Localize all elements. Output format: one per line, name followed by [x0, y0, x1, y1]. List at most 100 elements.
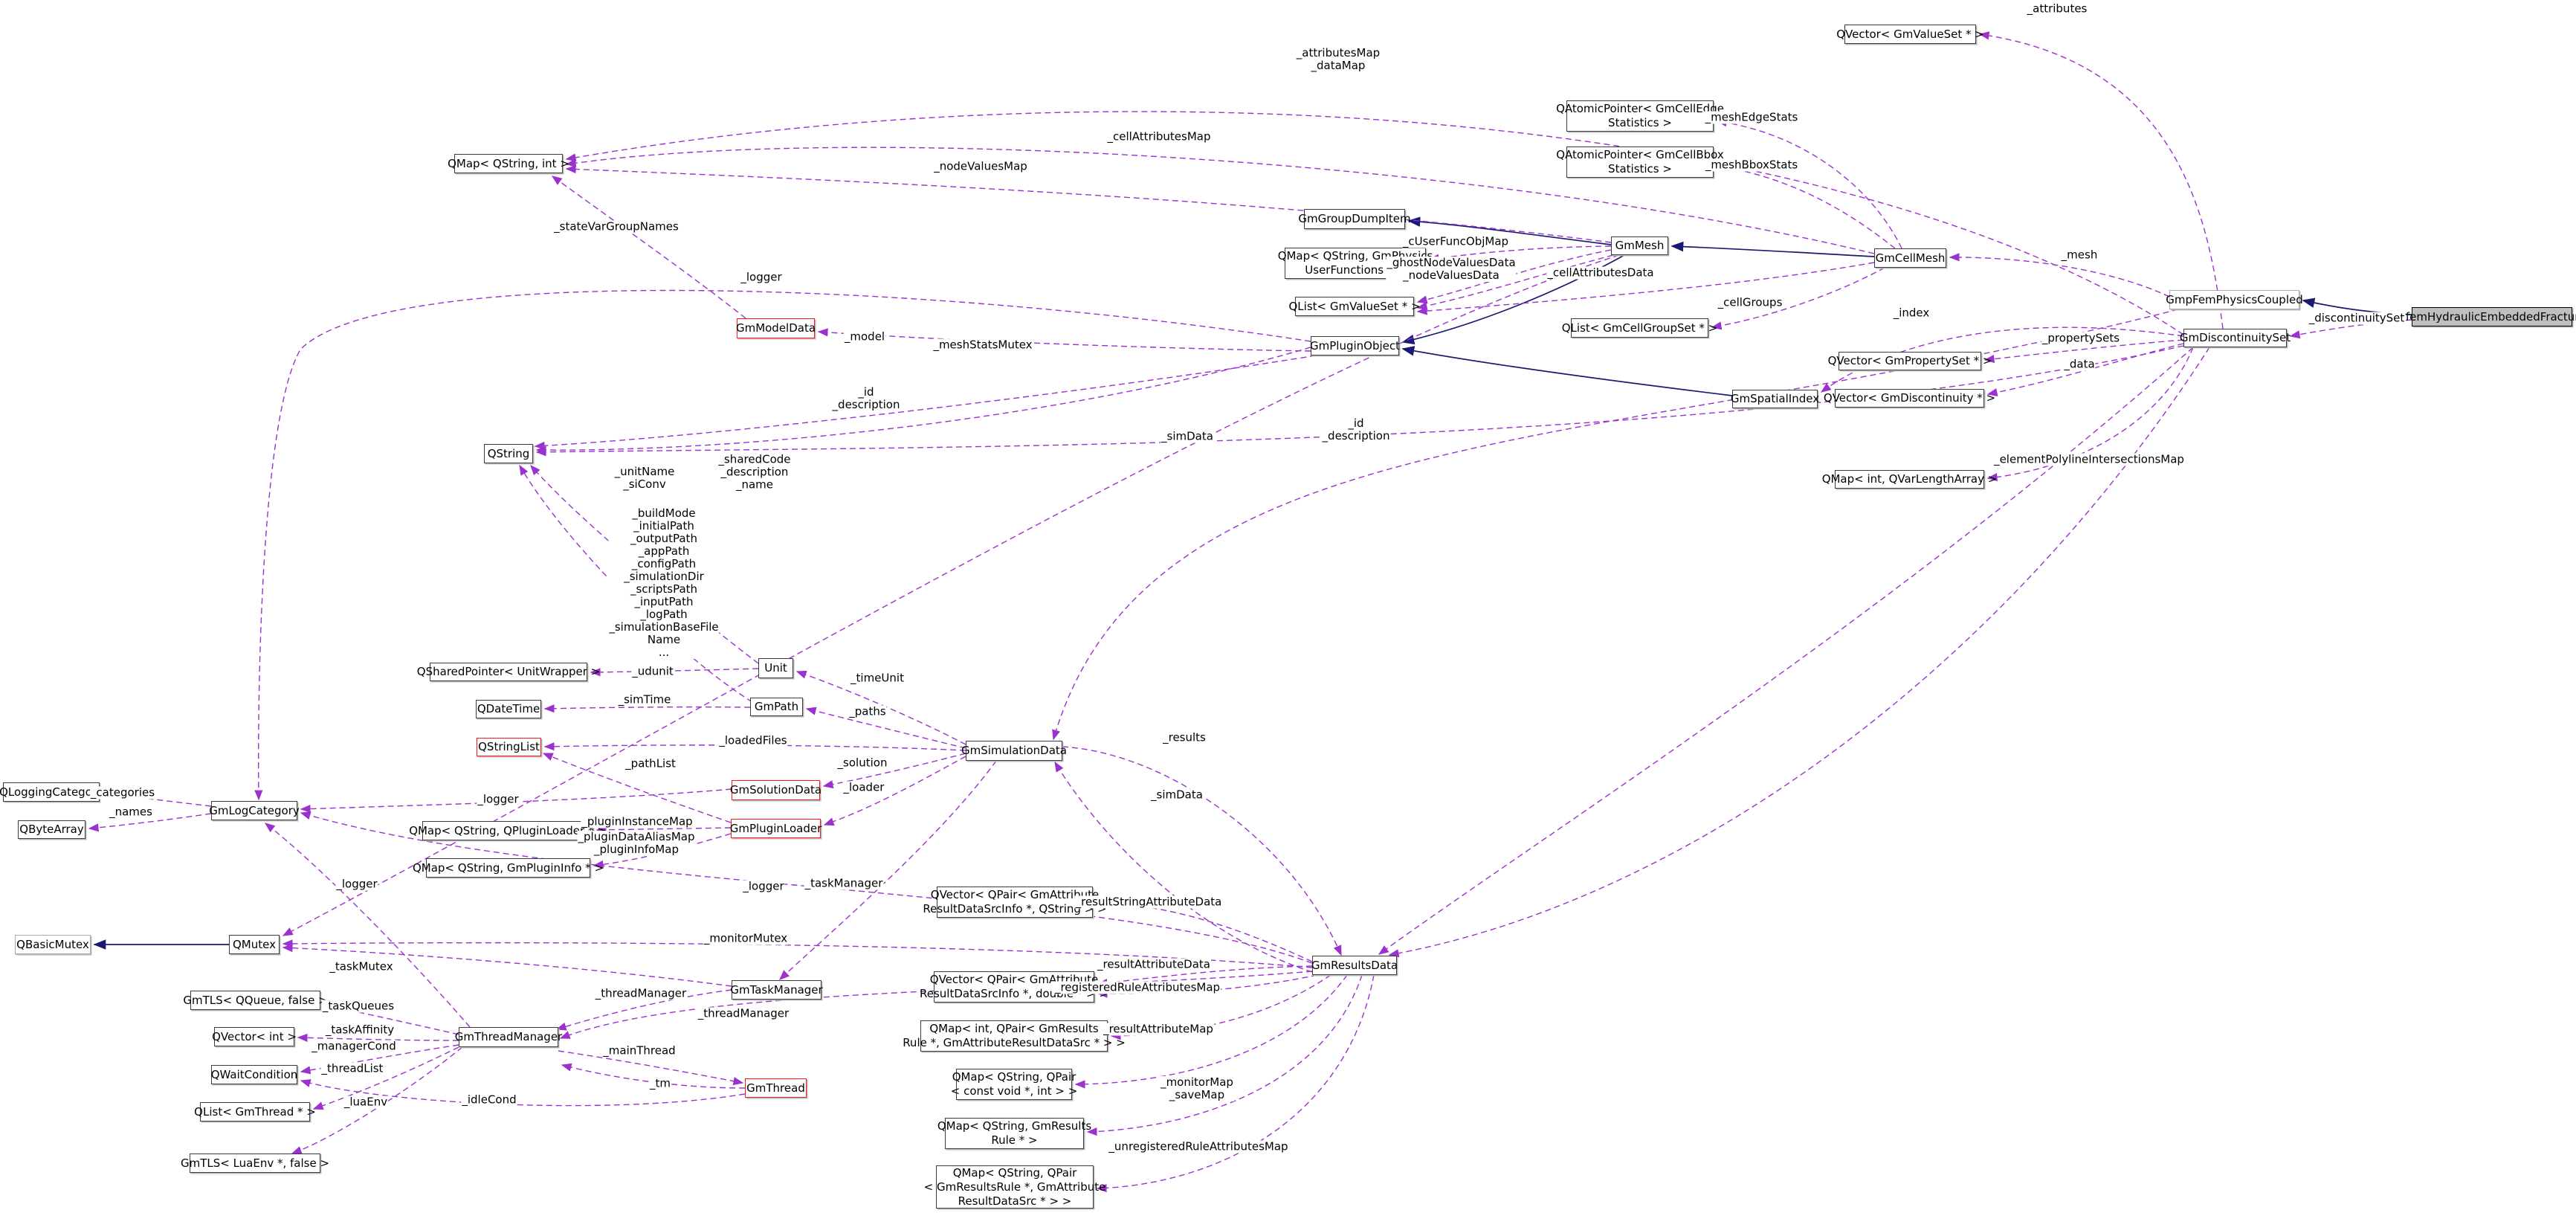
class-node-gmtaskmanager[interactable]: GmTaskManager [730, 980, 823, 1000]
edge-e-results [1062, 746, 1342, 956]
class-node-gmthread[interactable]: GmThread [745, 1078, 807, 1098]
class-node-gmpluginobject[interactable]: GmPluginObject [1310, 336, 1400, 355]
class-node-label: QDateTime [477, 702, 540, 715]
class-node-label: QSharedPointer< UnitWrapper > [416, 665, 601, 678]
edge-e-managercond [300, 1044, 459, 1075]
class-node-qstring[interactable]: QString [484, 444, 533, 463]
class-node-gmpath[interactable]: GmPath [750, 698, 803, 716]
edge-e-meshbboxstats [1716, 163, 1896, 249]
class-node-label: QMap< int, QPair< GmResults [929, 1022, 1099, 1035]
edge-e-solution [822, 753, 966, 789]
edge-e-index [1820, 326, 2184, 393]
class-node-gmsolutiondata[interactable]: GmSolutionData [729, 780, 822, 800]
class-node-gmspatialindex[interactable]: GmSpatialIndex [1730, 390, 1820, 408]
class-node-qwaitcondition[interactable]: QWaitCondition [211, 1065, 297, 1084]
edge-e-discontinuityset [2289, 319, 2412, 339]
edge-e-sharedcode [535, 347, 1311, 454]
edge-e-loader [823, 756, 966, 826]
class-node-qmap-int-qvarlengtharray[interactable]: QMap< int, QVarLengthArray > [1822, 470, 1997, 489]
class-node-label: QStringList [478, 740, 540, 753]
class-node-unit[interactable]: Unit [758, 658, 793, 678]
class-node-gmmodeldata[interactable]: GmModelData [736, 318, 816, 338]
edge-e-attributesmap [565, 111, 2184, 335]
class-node-qstringlist[interactable]: QStringList [477, 738, 541, 756]
class-node-gmgroupdumpitem[interactable]: GmGroupDumpItem [1298, 209, 1411, 229]
edge-e-pathlist [542, 753, 732, 823]
class-node-label: QList< GmCellGroupSet * > [1561, 321, 1718, 335]
class-node-qlist-gmthread[interactable]: QList< GmThread * > [194, 1102, 316, 1122]
class-node-label: ResultDataSrcInfo *, double * > > [919, 987, 1109, 1000]
class-node-label: QMap< QString, GmPhysics [1277, 249, 1433, 263]
edge-e-taskmanager [778, 760, 997, 980]
class-node-qlist-gmcellgroupset[interactable]: QList< GmCellGroupSet * > [1562, 318, 1717, 338]
class-node-qvector-int[interactable]: QVector< int > [212, 1027, 297, 1046]
class-node-gmresultsdata[interactable]: GmResultsData [1311, 956, 1398, 975]
class-node-qlist-gmvalueset[interactable]: QList< GmValueSet * > [1288, 297, 1421, 316]
class-node-gmcellmesh[interactable]: GmCellMesh [1874, 248, 1946, 268]
edge-e-tm [561, 1063, 746, 1089]
edge-e-plugininfomap [593, 833, 732, 869]
class-node-qloggingcategory[interactable]: QLoggingCategory [0, 782, 103, 802]
class-node-qmap-qstring-qpluginloader[interactable]: QMap< QString, QPluginLoader * > [409, 821, 607, 840]
edge-e-simdata-top [1052, 309, 2179, 741]
class-node-label: QAtomicPointer< GmCellBbox [1556, 148, 1724, 161]
edge-e-idlecond [300, 1079, 746, 1107]
class-node-label: GmSolutionData [729, 783, 822, 797]
edge-e-cellattributesdata [1416, 262, 1875, 315]
edge-e-id-description-left [534, 355, 1317, 450]
edge-e-logger-pluginobject [254, 289, 1311, 801]
class-node-qmap-qstring-qpair-gmresultsrule-gmattribute[interactable]: QMap< QString, QPair< GmResultsRule *, G… [924, 1165, 1105, 1209]
edge-e-data [1986, 343, 2184, 397]
class-node-gmlogcategory[interactable]: GmLogCategory [209, 801, 300, 820]
class-node-gmdiscontinuityset[interactable]: GmDiscontinuitySet [2180, 329, 2291, 347]
edge-inherit-gmspatialindex-gmpluginobject [1401, 346, 1733, 396]
edge-e-nodevaluesdata [1416, 254, 1614, 310]
edge-e-monitormap-savemap [1074, 974, 1348, 1089]
edge-e-loadedfiles [543, 742, 966, 751]
edge-e-taskaffinity [297, 1033, 459, 1042]
class-node-qbasicmutex[interactable]: QBasicMutex [15, 935, 91, 954]
edge-e-meshedgestats [1716, 118, 1902, 249]
class-node-xfemhydraulicembeddedfracture[interactable]: XfemHydraulicEmbeddedFracture [2398, 307, 2576, 326]
class-node-label: GmTLS< QQueue, false > [183, 993, 328, 1007]
class-node-qvector-gmdiscontinuity[interactable]: QVector< GmDiscontinuity * > [1824, 389, 1995, 408]
edge-e-model [817, 328, 1311, 352]
class-node-label: Rule * > [991, 1133, 1038, 1147]
class-node-gmtls-qqueue-false[interactable]: GmTLS< QQueue, false > [183, 991, 328, 1010]
class-node-qvector-gmpropertyset[interactable]: QVector< GmPropertySet * > [1828, 352, 1992, 370]
class-node-label: GmLogCategory [209, 803, 300, 817]
class-node-qmap-qstring-int[interactable]: QMap< QString, int > [448, 154, 569, 173]
class-node-gmtls-luaenv-false[interactable]: GmTLS< LuaEnv *, false > [181, 1154, 329, 1173]
class-node-gmsimulationdata[interactable]: GmSimulationData [961, 741, 1067, 761]
edge-e-paths [805, 707, 966, 749]
class-node-qmutex[interactable]: QMutex [229, 935, 280, 954]
class-node-gmpfemphysicscoupled[interactable]: GmpFemPhysicsCoupled [2166, 290, 2303, 309]
class-node-qmap-qstring-qpair-constvoid-int[interactable]: QMap< QString, QPair< const void *, int … [951, 1069, 1077, 1100]
class-node-qbytearray[interactable]: QByteArray [18, 820, 85, 839]
class-node-label: XfemHydraulicEmbeddedFracture [2398, 309, 2576, 324]
class-node-gmthreadmanager[interactable]: GmThreadManager [455, 1027, 562, 1047]
edge-e-resultattributemap [1110, 974, 1331, 1040]
edge-e-mainthread [558, 1050, 744, 1086]
class-node-label: QAtomicPointer< GmCellEdge [1556, 102, 1724, 115]
class-node-label: GmSpatialIndex [1730, 392, 1820, 405]
class-node-qsharedpointer-unitwrapper[interactable]: QSharedPointer< UnitWrapper > [417, 663, 600, 681]
edge-e-unitname-siconv [530, 464, 759, 664]
class-node-gmpluginloader[interactable]: GmPluginLoader [730, 819, 821, 838]
class-node-qdatetime[interactable]: QDateTime [476, 700, 541, 718]
class-node-gmmesh[interactable]: GmMesh [1611, 237, 1668, 255]
class-node-qmap-qstring-gmplugininfo[interactable]: QMap< QString, GmPluginInfo * > [413, 858, 604, 878]
edge-e-monitormutex [282, 939, 1313, 968]
class-node-label: QMap< int, QVarLengthArray > [1821, 472, 1998, 486]
class-node-qvector-gmvalueset[interactable]: QVector< GmValueSet * > [1836, 25, 1984, 44]
edge-e-categories [102, 790, 212, 807]
edge-e-udunit [590, 668, 759, 677]
edge-e-into-resultsdata-1 [1378, 347, 2194, 955]
